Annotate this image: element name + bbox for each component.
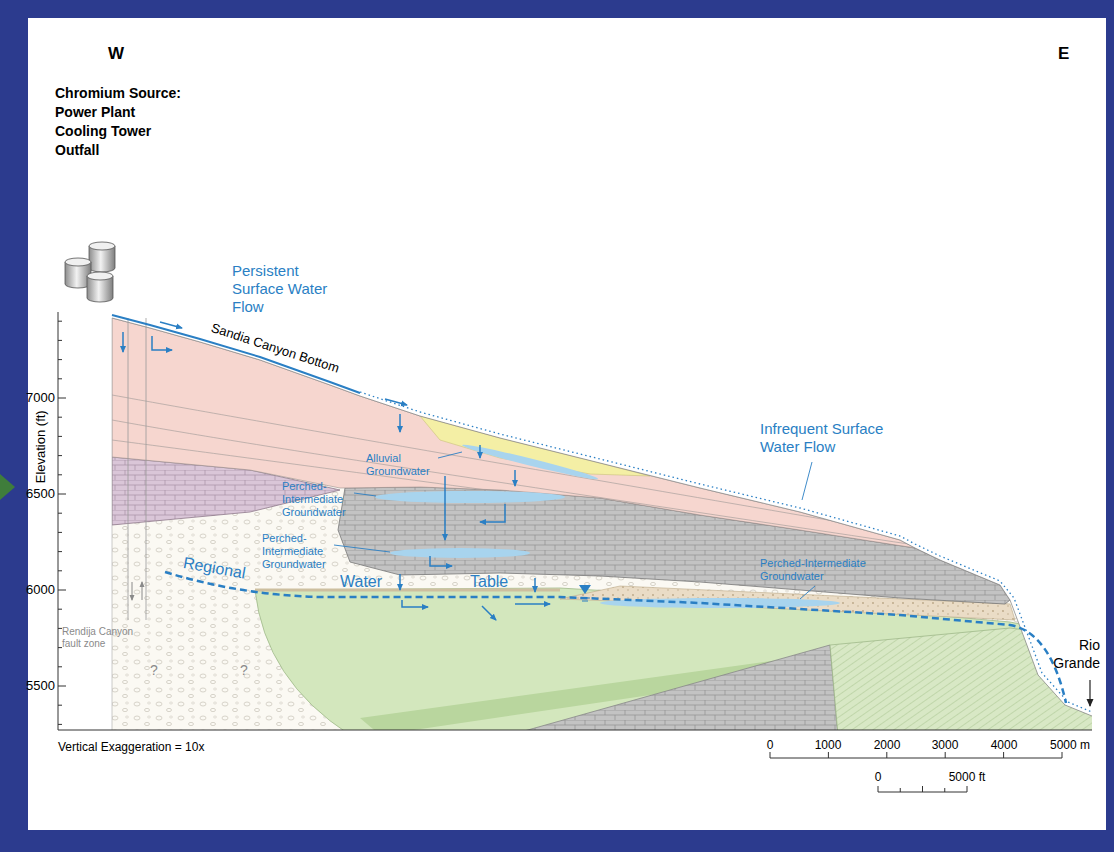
leader-line xyxy=(438,452,462,458)
fault-label: Rendija Canyon fault zone xyxy=(62,626,142,650)
axis-tick-label: 5500 xyxy=(26,678,55,694)
scale-label: 2000 xyxy=(874,738,901,752)
tower-top xyxy=(87,272,113,280)
tuff-sublayers xyxy=(112,395,915,548)
fault-arrow xyxy=(132,582,133,600)
scale-label: 5000 ft xyxy=(949,770,986,784)
water-table-symbol xyxy=(579,585,591,594)
sublayer-line xyxy=(112,440,915,548)
groundwater-label: Perched-Intermediate Groundwater xyxy=(282,480,352,519)
gravel-unit xyxy=(100,300,1100,740)
axis-title: Elevation (ft) xyxy=(32,411,48,484)
flow-arrow xyxy=(152,336,172,350)
river-label: Rio Grande xyxy=(1048,636,1100,672)
persistent-flow-line xyxy=(112,315,360,393)
axis-tick-label: 6000 xyxy=(26,582,55,598)
scale-label: 4000 xyxy=(991,738,1018,752)
side-arrow xyxy=(0,474,15,500)
axis-tick-label: 6500 xyxy=(26,486,55,502)
section-edge xyxy=(112,318,113,730)
flow-arrow xyxy=(399,574,401,590)
fault-arrow xyxy=(142,582,143,600)
elevation-axis xyxy=(58,312,1092,730)
flow-arrow xyxy=(385,399,407,405)
flow-arrow xyxy=(430,556,452,566)
water-table-label: Regional xyxy=(182,553,248,583)
feet-scale-bar xyxy=(878,786,967,792)
water-table-label: Water xyxy=(340,572,382,591)
flow-label: Persistent Surface Water Flow xyxy=(232,262,342,316)
source-label: Chromium Source: Power Plant Cooling Tow… xyxy=(55,84,187,160)
sublayer-line xyxy=(112,395,915,535)
perched-water-lens xyxy=(390,548,530,558)
sublayer-line xyxy=(112,420,915,545)
flow-arrow xyxy=(515,603,550,605)
flow-arrow xyxy=(514,470,516,486)
lower-basalt-wedge xyxy=(510,645,838,735)
water-table-symbol xyxy=(580,598,590,601)
canyon-label: Sandia Canyon Bottom xyxy=(209,320,341,376)
unknown-mark: ? xyxy=(240,662,248,679)
leader-line xyxy=(802,462,812,500)
water-table-label: Table xyxy=(470,572,508,591)
cooling-tower-icon xyxy=(65,242,115,302)
flow-arrow xyxy=(402,600,428,607)
fault-lines xyxy=(128,318,146,620)
exaggeration-note: Vertical Exaggeration = 10x xyxy=(58,740,204,754)
compass-label: W xyxy=(108,44,124,64)
flow-arrow xyxy=(399,414,401,432)
unknown-mark: ? xyxy=(150,662,158,679)
leader-line xyxy=(334,545,390,552)
metric-scale-bar xyxy=(770,752,1062,758)
groundwater-label: Perched-Intermediate Groundwater xyxy=(760,557,870,583)
flow-arrow xyxy=(534,578,536,592)
flow-arrow xyxy=(479,445,481,458)
leader-line xyxy=(800,586,815,599)
tuff-unit xyxy=(112,318,915,548)
scale-label: 3000 xyxy=(932,738,959,752)
thin-band xyxy=(255,589,560,592)
scale-label: 1000 xyxy=(815,738,842,752)
water-table-line xyxy=(165,572,1066,703)
flow-arrow xyxy=(480,504,505,522)
scale-label: 5000 m xyxy=(1050,738,1090,752)
alluvial-water-lens xyxy=(461,442,599,483)
flow-arrow xyxy=(122,332,124,352)
flow-label: Infrequent Surface Water Flow xyxy=(760,420,900,456)
scale-label: 0 xyxy=(875,770,882,784)
groundwater-label: Perched-Intermediate Groundwater xyxy=(262,532,332,571)
tower-top xyxy=(65,258,91,266)
perched-water-lens xyxy=(375,491,565,503)
river-arrow xyxy=(1089,680,1090,706)
leader-line xyxy=(354,493,376,496)
leader-lines xyxy=(334,452,815,599)
ground-surface xyxy=(112,318,1092,716)
scale-label: 0 xyxy=(767,738,774,752)
flow-arrow xyxy=(444,476,446,540)
strata xyxy=(100,300,1100,740)
flow-arrow xyxy=(482,606,496,620)
infrequent-flow-line xyxy=(360,392,1092,712)
compass-label: E xyxy=(1058,44,1069,64)
flow-arrow xyxy=(160,322,182,328)
axis-tick-label: 7000 xyxy=(26,390,55,406)
groundwater-label: Alluvial Groundwater xyxy=(366,452,436,478)
white-panel xyxy=(28,18,1106,830)
axis-ticks xyxy=(58,321,66,724)
tower-top xyxy=(89,242,115,250)
